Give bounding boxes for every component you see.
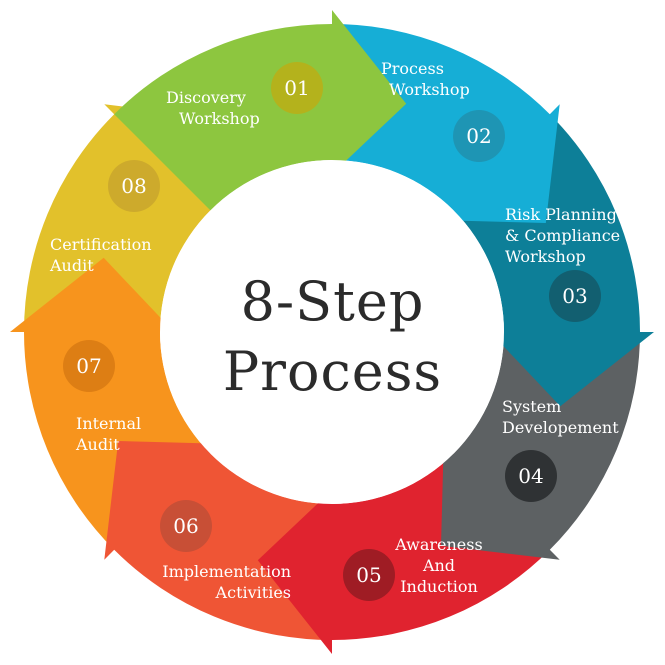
step-04-label-line-1: System (502, 397, 562, 416)
step-02-label: Process Workshop (381, 58, 470, 100)
step-05-label-line-3: Induction (400, 577, 478, 596)
diagram-title-line-1: 8-Step (240, 270, 425, 333)
step-02-arrow (332, 23, 560, 223)
step-07-badge: 07 (63, 340, 115, 392)
step-05-label: Awareness And Induction (388, 534, 490, 597)
step-06-badge: 06 (160, 500, 212, 552)
step-02-label-line-1: Process (381, 59, 444, 78)
step-08-label-line-1: Certification (50, 235, 152, 254)
step-04-label: System Developement (502, 396, 619, 438)
step-04-label-line-2: Developement (502, 418, 619, 437)
step-05-label-line-2: And (422, 556, 456, 575)
step-03-badge: 03 (549, 270, 601, 322)
step-07-label: Internal Audit (76, 413, 141, 455)
step-08-badge: 08 (108, 160, 160, 212)
step-03-label-line-1: Risk Planning (505, 205, 617, 224)
step-06-arrow (104, 441, 332, 640)
step-01-label-line-2: Workshop (179, 109, 260, 128)
step-06-label-line-2: Activities (215, 583, 291, 602)
step-06-label-line-1: Implementation (162, 562, 291, 581)
step-03-label-line-2: & Compliance (505, 226, 621, 245)
step-06-label: Implementation Activities (145, 561, 291, 603)
step-08-label-line-2: Audit (50, 256, 94, 275)
step-04-badge: 04 (505, 450, 557, 502)
diagram-title-line-2: Process (222, 340, 443, 403)
step-07-label-line-1: Internal (76, 414, 142, 433)
step-01-label-line-1: Discovery (166, 88, 246, 107)
step-02-label-line-2: Workshop (389, 80, 470, 99)
step-03-label: Risk Planning & Compliance Workshop (505, 204, 620, 267)
step-04-arrow (441, 332, 640, 560)
step-05-label-line-1: Awareness (395, 535, 483, 554)
step-03-label-line-3: Workshop (505, 247, 586, 266)
step-02-badge: 02 (453, 110, 505, 162)
step-07-label-line-2: Audit (76, 435, 120, 454)
center-circle (160, 160, 504, 504)
step-05-badge: 05 (343, 549, 395, 601)
step-01-badge: 01 (271, 62, 323, 114)
step-08-label: Certification Audit (50, 234, 152, 276)
step-01-label: Discovery Workshop (166, 87, 260, 129)
